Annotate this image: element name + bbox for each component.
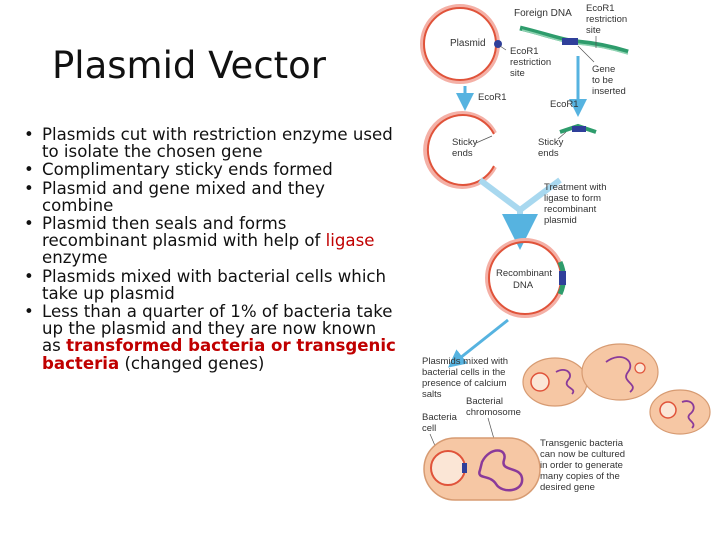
bacteria-cluster xyxy=(522,343,711,435)
svg-text:bacterial cells in the: bacterial cells in the xyxy=(422,367,505,378)
transgenic-highlight: transformed bacteria or transgenic bacte… xyxy=(42,336,396,373)
sticky-ends-right-label: Sticky ends xyxy=(538,137,564,159)
svg-text:Sticky: Sticky xyxy=(538,137,564,148)
bacteria-cell-label: Bacteria cell xyxy=(422,412,458,434)
plasmid-vector-diagram: Plasmid Foreign DNA EcoR1 restriction si… xyxy=(420,3,711,501)
gene-segment xyxy=(562,38,578,45)
mixed-note: Plasmids mixed with bacterial cells in t… xyxy=(422,356,508,400)
svg-text:site: site xyxy=(586,25,601,36)
recombinant-label: Recombinant DNA xyxy=(496,268,552,291)
svg-text:to be: to be xyxy=(592,75,613,86)
ligase-highlight: ligase xyxy=(325,231,375,251)
svg-text:Plasmids mixed with: Plasmids mixed with xyxy=(422,356,508,367)
svg-text:can now be cultured: can now be cultured xyxy=(540,449,625,460)
svg-text:salts: salts xyxy=(422,389,442,400)
ecor1-site-top-label: EcoR1 restriction site xyxy=(586,3,627,36)
svg-text:plasmid: plasmid xyxy=(544,215,577,226)
ecor1-site-left-label: EcoR1 restriction site xyxy=(510,46,551,79)
bullet-2: Complimentary sticky ends formed xyxy=(24,161,396,179)
svg-text:site: site xyxy=(510,68,525,79)
svg-text:chromosome: chromosome xyxy=(466,407,521,418)
svg-text:ends: ends xyxy=(452,148,473,159)
svg-text:EcoR1: EcoR1 xyxy=(586,3,615,14)
svg-text:recombinant: recombinant xyxy=(544,204,597,215)
svg-text:many copies of the: many copies of the xyxy=(540,471,620,482)
svg-text:desired gene: desired gene xyxy=(540,482,595,493)
svg-text:Recombinant: Recombinant xyxy=(496,268,552,279)
sticky-ends-left-label: Sticky ends xyxy=(452,137,478,159)
bullet-5: Plasmids mixed with bacterial cells whic… xyxy=(24,267,396,302)
bullet-list: Plasmids cut with restriction enzyme use… xyxy=(24,126,396,373)
transgenic-note: Transgenic bacteria can now be cultured … xyxy=(540,438,625,493)
svg-text:Treatment with: Treatment with xyxy=(544,182,606,193)
ecor1-arrow-left-label: EcoR1 xyxy=(478,92,507,103)
svg-text:EcoR1: EcoR1 xyxy=(510,46,539,57)
svg-text:Bacteria: Bacteria xyxy=(422,412,458,423)
svg-text:DNA: DNA xyxy=(513,280,534,291)
recombinant-plasmid xyxy=(485,238,566,318)
svg-text:Gene: Gene xyxy=(592,64,615,75)
svg-text:presence of calcium: presence of calcium xyxy=(422,378,507,389)
bullet-3: Plasmid and gene mixed and they combine xyxy=(24,179,396,214)
cut-plasmid xyxy=(423,111,497,189)
svg-text:restriction: restriction xyxy=(510,57,551,68)
bullet-4: Plasmid then seals and forms recombinant… xyxy=(24,215,396,267)
gene-inserted-label: Gene to be inserted xyxy=(592,64,626,97)
bullet-1: Plasmids cut with restriction enzyme use… xyxy=(24,126,396,161)
svg-text:Transgenic bacteria: Transgenic bacteria xyxy=(540,438,624,449)
bullet-6: Less than a quarter of 1% of bacteria ta… xyxy=(24,303,396,372)
svg-text:Bacterial: Bacterial xyxy=(466,396,503,407)
plasmid-label: Plasmid xyxy=(450,38,486,49)
foreign-dna-label: Foreign DNA xyxy=(514,8,572,19)
bacterial-chromosome-label: Bacterial chromosome xyxy=(466,396,521,418)
svg-text:restriction: restriction xyxy=(586,14,627,25)
svg-text:ends: ends xyxy=(538,148,559,159)
slide-title: Plasmid Vector xyxy=(52,44,327,87)
svg-text:inserted: inserted xyxy=(592,86,626,97)
ecor1-arrow-right-label: EcoR1 xyxy=(550,99,579,110)
transfer-arrow xyxy=(447,318,509,368)
bacterium-large xyxy=(423,437,541,501)
svg-text:ligase to form: ligase to form xyxy=(544,193,601,204)
svg-text:in order to generate: in order to generate xyxy=(540,460,623,471)
svg-text:cell: cell xyxy=(422,423,436,434)
ligase-treatment-label: Treatment with ligase to form recombinan… xyxy=(544,182,606,226)
svg-text:Sticky: Sticky xyxy=(452,137,478,148)
